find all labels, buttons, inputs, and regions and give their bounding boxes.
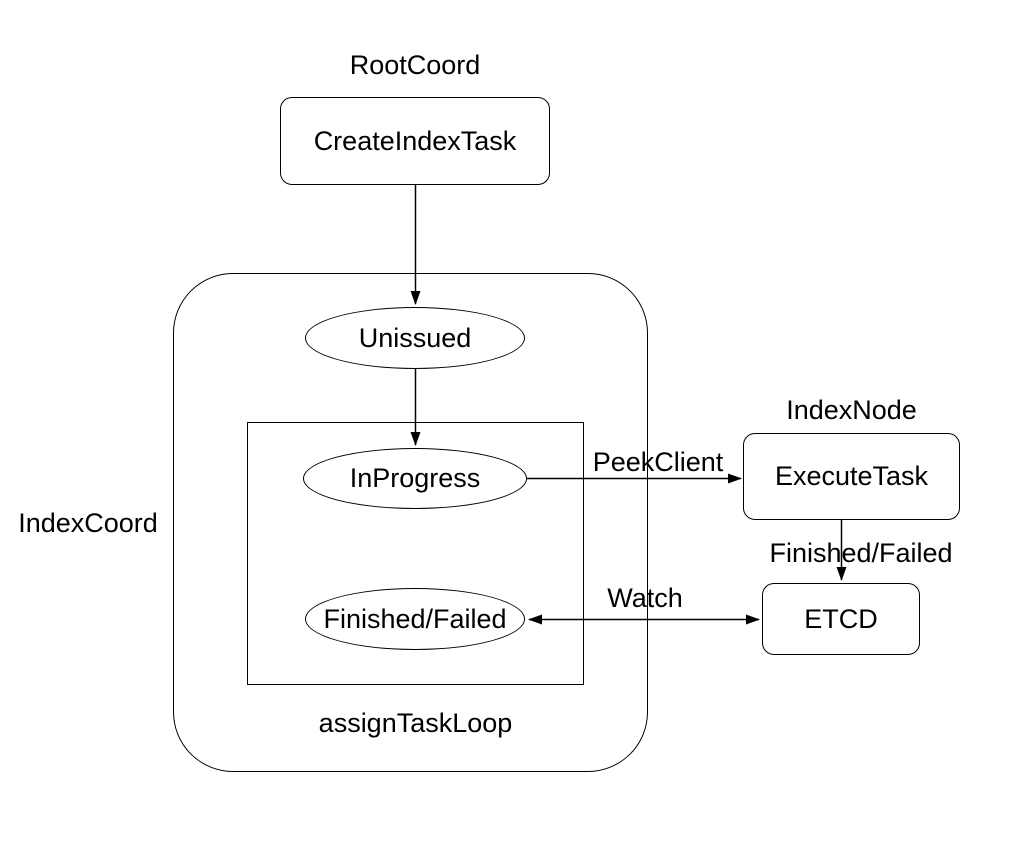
execute-task-label: ExecuteTask [774, 461, 929, 491]
rootcoord-label: RootCoord [349, 50, 481, 80]
inprogress-label: InProgress [349, 463, 481, 493]
etcd-label: ETCD [804, 603, 878, 634]
finished-failed-edge-label: Finished/Failed [769, 538, 953, 568]
indexcoord-label: IndexCoord [18, 508, 158, 538]
finished-failed-state: Finished/Failed [305, 588, 525, 650]
indexnode-label: IndexNode [786, 395, 917, 425]
assign-task-loop-label: assignTaskLoop [318, 708, 513, 738]
etcd-node: ETCD [762, 583, 920, 655]
inprogress-state: InProgress [303, 448, 527, 509]
execute-task-node: ExecuteTask [743, 433, 960, 520]
create-index-task-label: CreateIndexTask [313, 125, 517, 156]
unissued-state: Unissued [305, 307, 525, 369]
create-index-task-node: CreateIndexTask [280, 97, 550, 185]
assign-task-loop-box [247, 422, 584, 685]
indexcoord-container [173, 273, 648, 772]
unissued-label: Unissued [358, 322, 472, 353]
finished-failed-label: Finished/Failed [323, 603, 507, 634]
watch-edge-label: Watch [607, 583, 683, 613]
peekclient-edge-label: PeekClient [592, 447, 724, 477]
